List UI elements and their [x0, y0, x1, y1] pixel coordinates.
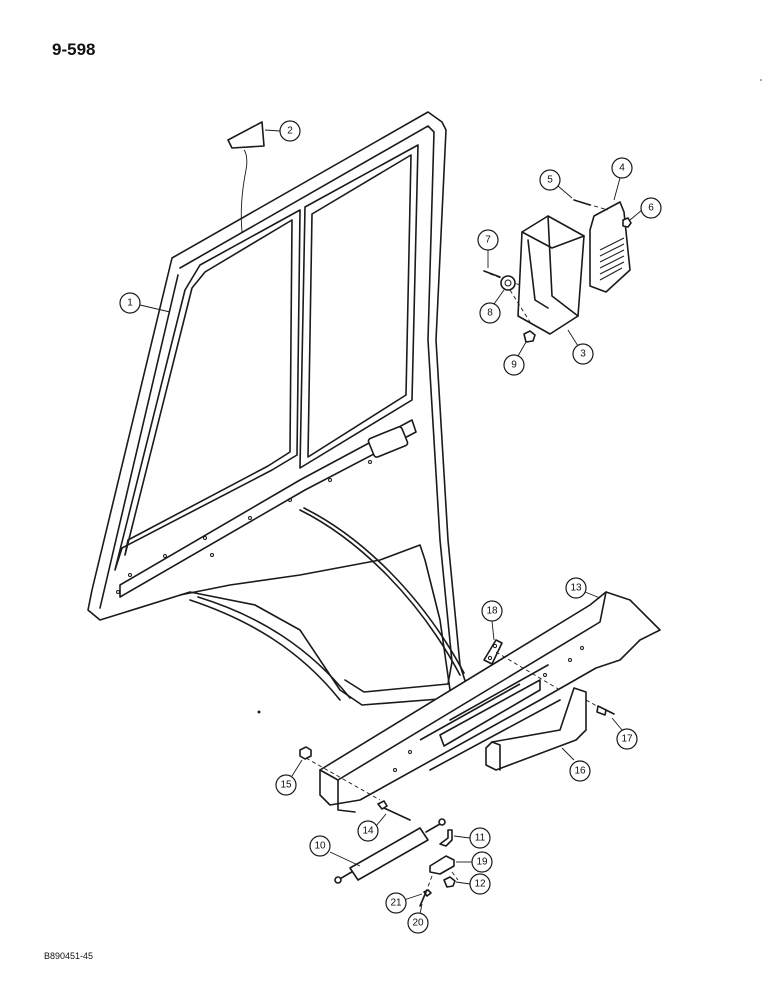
- figure-code: B890451-45: [44, 951, 94, 961]
- svg-text:13: 13: [570, 583, 582, 594]
- callout-14: 14: [357, 813, 387, 842]
- svg-text:4: 4: [619, 163, 625, 174]
- callout-20: 20: [407, 903, 429, 934]
- page-number: 9-598: [52, 40, 96, 59]
- svg-text:12: 12: [474, 879, 486, 890]
- callout-7: 7: [477, 229, 499, 268]
- svg-text:1: 1: [127, 298, 133, 309]
- bolt-and-nut: [299, 746, 411, 821]
- support-bracket: [485, 687, 615, 771]
- svg-text:3: 3: [580, 349, 586, 360]
- callout-18: 18: [481, 600, 503, 641]
- svg-text:10: 10: [314, 841, 326, 852]
- svg-text:2: 2: [287, 126, 293, 137]
- svg-text:21: 21: [390, 898, 402, 909]
- hinge-bracket: [319, 591, 661, 813]
- door-frame: [87, 111, 469, 706]
- callout-1: 1: [119, 292, 171, 314]
- strut-mount: [419, 829, 459, 907]
- callout-4: 4: [611, 157, 633, 201]
- svg-text:14: 14: [362, 826, 374, 837]
- svg-text:15: 15: [280, 780, 292, 791]
- svg-text:6: 6: [648, 203, 654, 214]
- callout-5: 5: [539, 169, 573, 199]
- callout-21: 21: [385, 892, 423, 914]
- callout-12: 12: [455, 873, 491, 895]
- callout-8: 8: [479, 289, 505, 324]
- svg-text:17: 17: [621, 734, 633, 745]
- link-plate: [483, 639, 561, 691]
- svg-text:18: 18: [486, 606, 498, 617]
- callout-2: 2: [264, 120, 301, 142]
- svg-text:20: 20: [412, 918, 424, 929]
- svg-text:16: 16: [574, 766, 586, 777]
- callout-6: 6: [629, 197, 662, 221]
- callout-10: 10: [309, 835, 361, 867]
- armrest-assembly: [483, 199, 632, 343]
- callout-11: 11: [453, 827, 491, 849]
- callout-13: 13: [565, 577, 601, 599]
- svg-text:5: 5: [547, 175, 553, 186]
- gas-strut: [334, 818, 446, 884]
- callout-17: 17: [611, 717, 638, 750]
- svg-text:8: 8: [487, 308, 493, 319]
- svg-text:9: 9: [511, 360, 517, 371]
- callout-19: 19: [456, 851, 493, 873]
- callout-3: 3: [567, 329, 594, 365]
- callout-15: 15: [275, 759, 303, 796]
- callout-9: 9: [503, 341, 527, 376]
- svg-text:19: 19: [476, 857, 488, 868]
- svg-text:7: 7: [485, 235, 491, 246]
- svg-text:11: 11: [475, 833, 486, 844]
- window-seal-piece: [227, 121, 265, 233]
- callout-16: 16: [561, 747, 591, 782]
